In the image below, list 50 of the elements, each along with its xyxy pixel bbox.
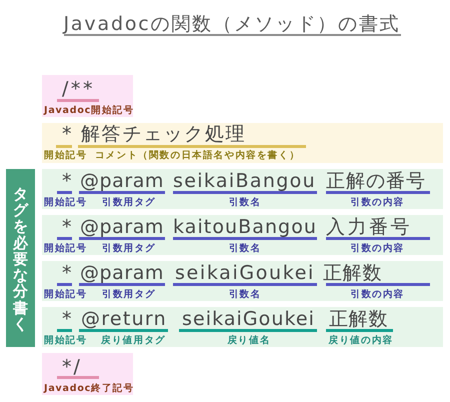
annotation-label: 引数用タグ [102,244,156,254]
code-text: */ [62,358,82,377]
code-text: * [62,125,72,144]
code-line-band [42,261,443,301]
code-text: * [62,264,72,283]
code-box [42,75,133,117]
code-text: /** [62,80,95,99]
code-text: * [62,310,72,329]
annotation-label: 引数名 [228,244,262,254]
annotation-label: 戻り値の内容 [328,336,394,346]
annotation-label: 引数の内容 [350,198,404,208]
code-text: seikaiBangou [173,172,316,191]
annotation-label: 引数の内容 [350,244,404,254]
code-text: @param [80,218,164,237]
annotation-label: 引数名 [228,290,262,300]
title: Javadocの関数（メソッド）の書式 [64,15,400,36]
code-text: seikaiGoukei [175,264,315,283]
code-text: * [62,172,72,191]
annotation-label: 開始記号 [44,198,88,208]
annotation-label: 引数用タグ [102,198,156,208]
annotation-label: 戻り値用タグ [101,336,166,346]
code-text: 入力番号 [326,218,412,237]
code-text: seikaiGoukei [182,310,315,329]
code-text: 解答チェック処理 [81,125,246,144]
annotation-label: Javadoc終了記号 [44,384,134,394]
code-text: * [62,218,72,237]
annotation-label: 引数名 [228,198,262,208]
code-text: @param [80,264,164,283]
code-text: 正解数 [329,310,388,329]
annotation-label: 開始記号 [44,244,88,254]
annotation-label: 引数の内容 [350,290,404,300]
code-line-band [42,307,443,347]
code-text: 正解数 [323,264,382,283]
side-band [6,169,35,347]
code-text: @param [80,172,164,191]
code-line-band [42,169,443,209]
annotation-label: Javadoc開始記号 [44,106,134,116]
code-text: @return [81,310,167,329]
code-line-band [42,215,443,255]
side-label: タグを必要な分書く [13,186,28,332]
code-text: 正解の番号 [326,172,426,191]
annotation-label: コメント（関数の日本語名や内容を書く） [94,151,300,160]
annotation-label: 戻り値名 [227,336,271,346]
annotation-label: 開始記号 [44,151,88,160]
annotation-label: 開始記号 [44,336,88,346]
code-box [42,353,133,395]
annotation-label: 引数用タグ [102,290,156,300]
code-line-band [42,123,443,163]
annotation-label: 開始記号 [44,290,88,300]
code-text: kaitouBangou [173,218,317,237]
